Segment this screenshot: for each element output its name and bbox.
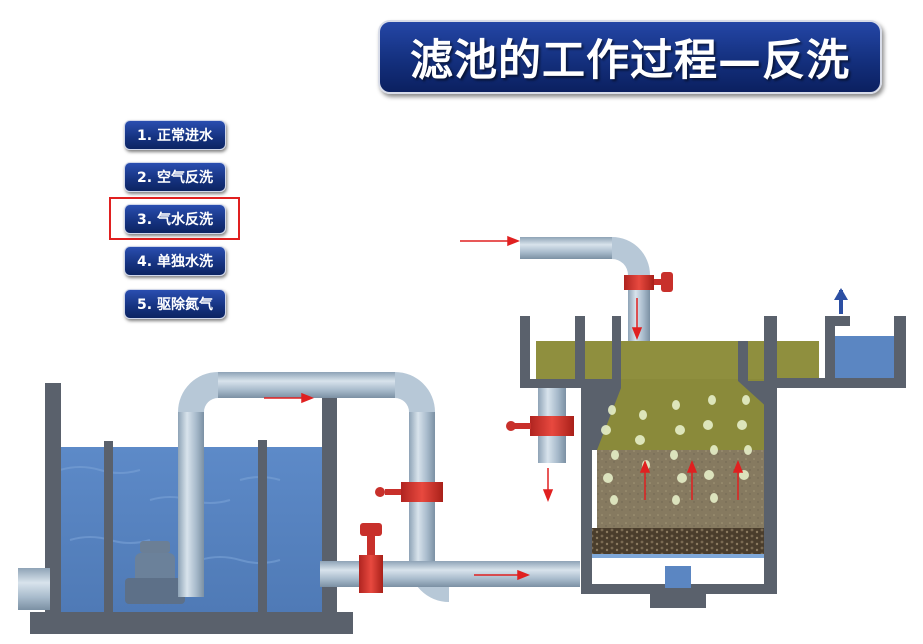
inlet-valve[interactable] [359, 523, 383, 593]
submersible-pump [125, 541, 185, 604]
title-banner: 滤池的工作过程—反洗 [378, 20, 882, 94]
step-4-label: 4. 单独水洗 [137, 254, 213, 270]
step-3-air-water-backwash-button[interactable]: 3. 气水反洗 [124, 204, 226, 234]
page-title: 滤池的工作过程—反洗 [410, 36, 850, 86]
step-2-air-backwash-button[interactable]: 2. 空气反洗 [124, 162, 226, 192]
step-5-label: 5. 驱除氮气 [137, 297, 213, 313]
air-inlet-pipe [520, 237, 650, 341]
step-2-label: 2. 空气反洗 [137, 170, 213, 186]
flow-arrows [264, 235, 744, 581]
inlet-pipe-left [18, 568, 50, 610]
selected-step-outline [109, 197, 240, 240]
supply-valve[interactable] [375, 482, 443, 502]
filter-basin [520, 288, 906, 608]
step-1-label: 1. 正常进水 [137, 128, 213, 144]
step-1-normal-inflow-button[interactable]: 1. 正常进水 [124, 120, 226, 150]
air-bubbles [601, 395, 752, 505]
step-3-label: 3. 气水反洗 [137, 212, 213, 228]
step-4-water-only-wash-button[interactable]: 4. 单独水洗 [124, 246, 226, 276]
step-5-nitrogen-purge-button[interactable]: 5. 驱除氮气 [124, 289, 226, 319]
air-valve[interactable] [624, 272, 673, 292]
drain-valve[interactable] [506, 416, 574, 436]
